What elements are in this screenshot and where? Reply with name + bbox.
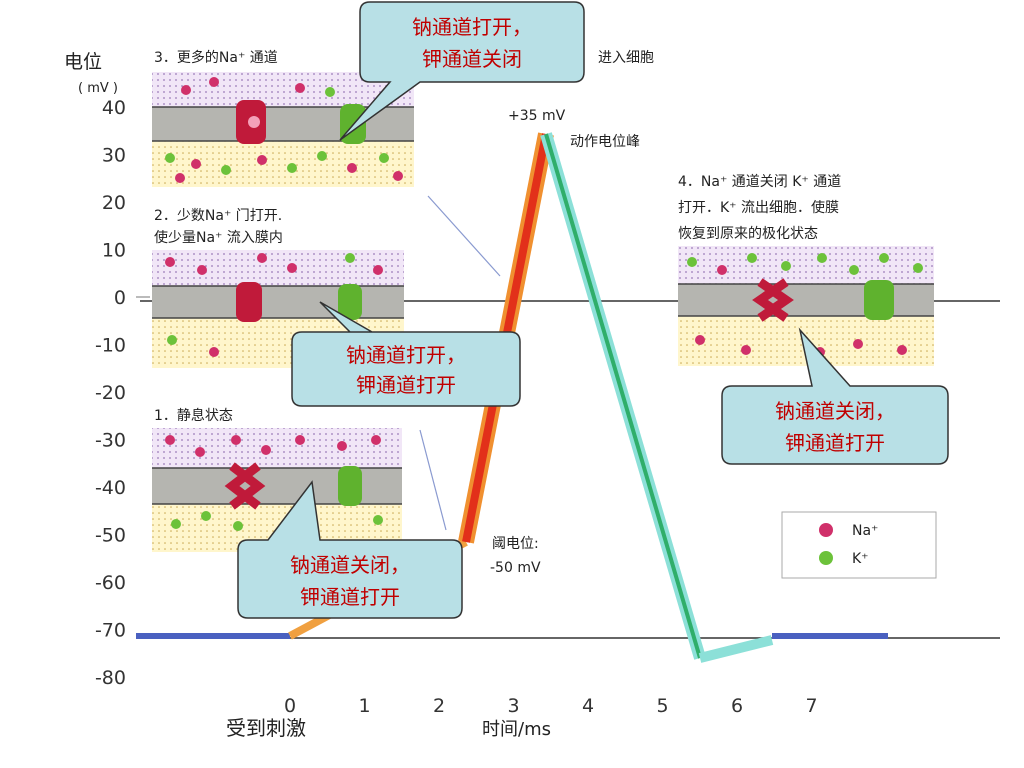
x-tick-label: 6 xyxy=(731,695,743,717)
peak-label: 动作电位峰 xyxy=(570,134,640,150)
threshold-value: -50 mV xyxy=(490,560,541,576)
k-legend-marker xyxy=(819,551,833,565)
y-tick-label: 30 xyxy=(102,145,126,167)
stage4-text-line1: 4．Na⁺ 通道关闭 K⁺ 通道 xyxy=(678,174,841,190)
threshold-label: 阈电位: xyxy=(492,536,539,552)
callout-na-closed-k-open-left: 钠通道关闭， 钾通道打开 xyxy=(237,480,463,619)
callout1-line2: 钾通道关闭 xyxy=(422,47,522,71)
x-axis-title: 时间/ms xyxy=(482,719,551,740)
callout3-line1: 钠通道关闭， xyxy=(290,553,410,577)
x-tick-label: 0 xyxy=(284,695,296,717)
stage4-text-line3: 恢复到原来的极化状态 xyxy=(678,225,818,242)
x-tick-label: 3 xyxy=(507,695,519,717)
membrane-panel-stage4 xyxy=(678,246,934,366)
legend: Na⁺ K⁺ xyxy=(781,511,937,579)
callout3-line2: 钾通道打开 xyxy=(300,585,400,609)
membrane-panel-stage3 xyxy=(152,72,414,187)
x-tick-label: 7 xyxy=(805,695,817,717)
callout-na-closed-k-open-right: 钠通道关闭， 钾通道打开 xyxy=(721,327,949,465)
callout2-line2: 钾通道打开 xyxy=(356,373,456,397)
x-tick-label: 5 xyxy=(656,695,668,717)
y-axis-unit: ( mV ) xyxy=(78,81,118,96)
callout1-line1: 钠通道打开， xyxy=(412,15,532,39)
na-legend-marker xyxy=(819,523,833,537)
y-axis-ticks: 40 30 20 10 0 -10 -20 -30 -40 -50 -60 -70 -80 xyxy=(95,97,150,689)
y-tick-label: 40 xyxy=(102,97,126,119)
y-tick-label: -40 xyxy=(95,477,126,499)
y-tick-label: -10 xyxy=(95,335,126,357)
pointer-arrow-rising xyxy=(427,195,501,277)
callout-na-open-k-open: 钠通道打开， 钾通道打开 xyxy=(291,301,521,407)
y-tick-label: 10 xyxy=(102,240,126,262)
callout2-line1: 钠通道打开， xyxy=(346,343,466,367)
stage1-text: 1．静息状态 xyxy=(154,407,233,424)
peak-value: +35 mV xyxy=(508,108,566,124)
stage2-text-line2: 使少量Na⁺ 流入膜内 xyxy=(154,229,283,246)
y-tick-label: -30 xyxy=(95,430,126,452)
x-axis-ticks: 0 1 2 3 4 5 6 7 xyxy=(284,695,818,717)
stage2-text-line1: 2．少数Na⁺ 门打开. xyxy=(154,207,282,224)
x-tick-label: 2 xyxy=(433,695,445,717)
stage3-text: 3．更多的Na⁺ 通道 xyxy=(154,49,278,66)
x-tick-label: 4 xyxy=(582,695,594,717)
x-stimulus-label: 受到刺激 xyxy=(226,716,306,740)
na-legend-label: Na⁺ xyxy=(852,523,878,539)
y-tick-label: -20 xyxy=(95,382,126,404)
k-legend-label: K⁺ xyxy=(852,551,869,567)
y-tick-label: 20 xyxy=(102,192,126,214)
y-tick-label: -60 xyxy=(95,572,126,594)
pointer-arrow-threshold xyxy=(419,429,447,531)
x-tick-label: 1 xyxy=(358,695,370,717)
recovery-segment xyxy=(698,635,774,663)
y-tick-label: -80 xyxy=(95,667,126,689)
callout4-line1: 钠通道关闭， xyxy=(775,399,895,423)
stage3-suffix: 进入细胞 xyxy=(598,50,654,66)
stage4-text-line2: 打开．K⁺ 流出细胞．使膜 xyxy=(678,199,839,216)
callout-na-open-k-closed: 钠通道打开， 钾通道关闭 xyxy=(339,1,585,141)
y-tick-label: 0 xyxy=(114,287,126,309)
y-tick-label: -70 xyxy=(95,620,126,642)
y-axis-title: 电位 xyxy=(64,51,102,73)
y-tick-label: -50 xyxy=(95,525,126,547)
falling-phase xyxy=(544,133,702,659)
callout4-line2: 钾通道打开 xyxy=(785,431,885,455)
